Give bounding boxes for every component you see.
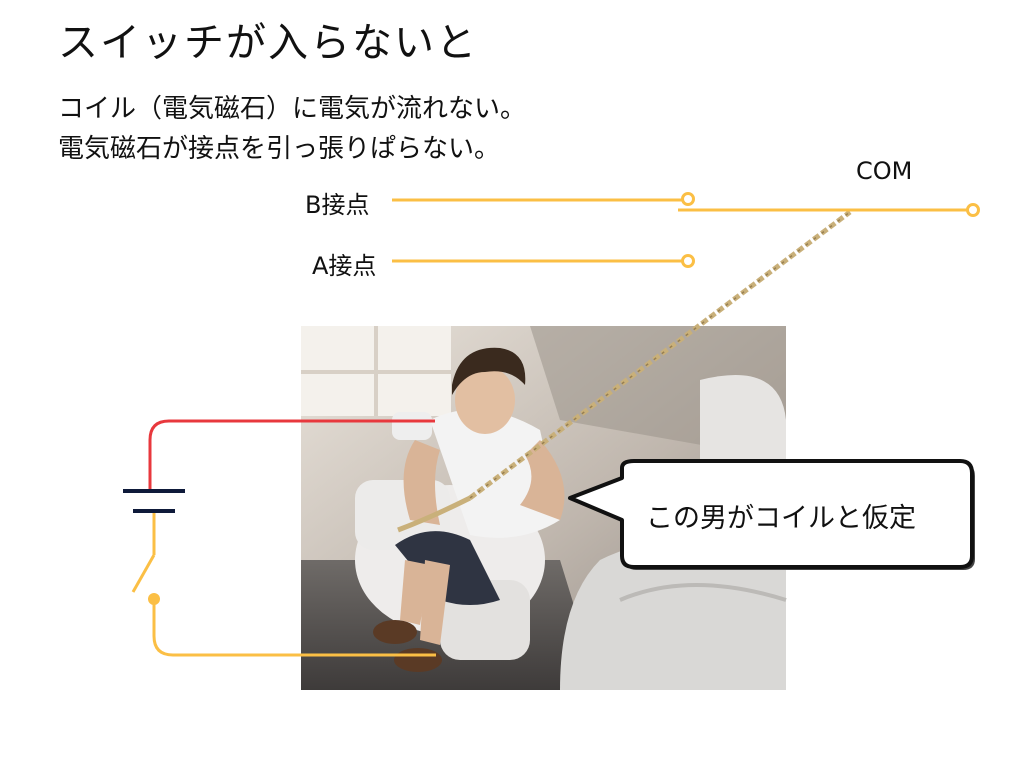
description-line-2: 電気磁石が接点を引っ張りぱらない。 [58,134,501,164]
man-on-toilet-illustration [301,326,787,690]
com-label: COM [856,157,913,185]
switch-lever [131,554,156,593]
red-wire [148,419,435,490]
rope [468,210,852,500]
a-contact-label: A接点 [312,252,377,280]
speech-bubble-text: この男がコイルと仮定 [646,503,916,534]
b-contact-label: B接点 [305,191,370,219]
com-terminal [966,203,980,217]
page-title: スイッチが入らないと [58,20,478,66]
description-line-1: コイル（電気磁石）に電気が流れない。 [58,94,527,124]
speech-bubble [568,459,975,570]
b-contact-terminal [681,192,695,206]
a-contact-terminal [681,254,695,268]
orange-wire-bottom [152,599,436,657]
